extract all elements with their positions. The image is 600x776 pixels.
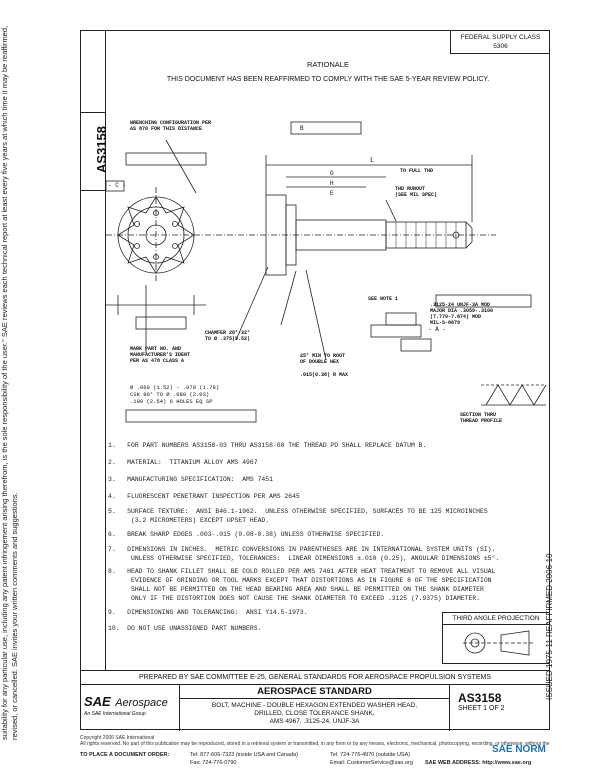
note-4: 4. FLUORESCENT PENETRANT INSPECTION PER … [108, 493, 300, 500]
dim-e: E [330, 190, 334, 197]
dim-g: G [330, 170, 334, 177]
logo-aerospace: Aerospace [115, 697, 168, 709]
fsc-box: FEDERAL SUPPLY CLASS 5306 [450, 30, 550, 54]
email: Email: CustomerService@sae.org [330, 760, 413, 766]
thd-runout: THD RUNOUT (SEE MIL SPEC) [395, 186, 438, 198]
note-8: 8. HEAD TO SHANK FILLET SHALL BE COLD RO… [108, 568, 496, 602]
holes-note: Ø .060 (1.52) - .070 (1.78) CSK 90° TO Ø… [130, 384, 220, 405]
sheet-number: SHEET 1 OF 2 [458, 705, 505, 712]
rationale-text: THIS DOCUMENT HAS BEEN REAFFIRMED TO COM… [166, 76, 490, 83]
note-6: 6. BREAK SHARP EDGES .003-.015 (0.08-0.3… [108, 531, 385, 538]
rights: All rights reserved. No part of this pub… [80, 741, 550, 747]
wrench-note: WRENCHING CONFIGURATION PER AS 870 FOR T… [130, 120, 212, 132]
copyright: Copyright 2006 SAE International [80, 735, 155, 741]
rmax-note: .015(0.38) R MAX [300, 372, 349, 378]
see-note: SEE NOTE 1 [368, 296, 399, 302]
drawing-sheet [80, 30, 550, 730]
logo-sae: SAE [84, 694, 111, 709]
bolt-drawing [106, 121, 547, 423]
standard-desc: BOLT, MACHINE - DOUBLE HEXAGON EXTENDED … [211, 702, 418, 725]
to-full-thd: TO FULL THD [400, 168, 434, 174]
standard-title: AEROSPACE STANDARD [180, 685, 449, 699]
legal-notice: SAE Technical Standards Board Rules prov… [0, 25, 19, 740]
chamfer-note: CHAMFER 28°-32° TO Ø .375(9.52) [205, 330, 251, 342]
note-3: 3. MANUFACTURING SPECIFICATION: AMS 7451 [108, 476, 273, 483]
note-10: 10. DO NOT USE UNASSIGNED PART NUMBERS. [108, 625, 262, 632]
tel-inside: Tel: 877-606-7323 (inside USA and Canada… [190, 752, 298, 758]
prepared-by: PREPARED BY SAE COMMITTEE E-25, GENERAL … [80, 670, 550, 684]
sae-logo: SAE Aerospace An SAE International Group [80, 685, 180, 731]
footer: Copyright 2006 SAE International All rig… [80, 735, 550, 747]
thread-spec: .3125-24 UNJF-3A MOD MAJOR DIA .3059-.31… [430, 302, 494, 326]
standard-number: AS3158 [458, 691, 502, 705]
dim-b: B [300, 125, 304, 132]
section-note: SECTION THRU THREAD PROFILE [460, 412, 503, 424]
note-5: 5. SURFACE TEXTURE: ANSI B46.1-1962. UNL… [108, 508, 488, 524]
datum-a: - A - [428, 326, 447, 333]
watermark: SAE NORM [492, 744, 546, 755]
note-2: 2. MATERIAL: TITANIUM ALLOY AMS 4967 [108, 459, 258, 466]
note-1: 1. FOR PART NUMBERS AS3158-03 THRU AS315… [108, 442, 427, 449]
note-9: 9. DIMENSIONING AND TOLERANCING: ANSI Y1… [108, 609, 308, 616]
dim-h: H [330, 180, 334, 187]
mark-part-note: MARK PART NO. AND MANUFACTURER'S IDENT P… [130, 346, 191, 364]
rationale-title: RATIONALE [307, 60, 349, 69]
web-address: SAE WEB ADDRESS: http://www.sae.org [425, 760, 532, 766]
fsc-label: FEDERAL SUPPLY CLASS [460, 34, 541, 41]
order-label: TO PLACE A DOCUMENT ORDER: [80, 752, 170, 758]
note-7: 7. DIMENSIONS IN INCHES. METRIC CONVERSI… [108, 546, 500, 562]
logo-sub: An SAE International Group [84, 711, 146, 717]
tel-outside: Tel: 724-776-4970 (outside USA) [330, 752, 411, 758]
title-block: SAE Aerospace An SAE International Group… [80, 684, 550, 731]
root-note: 25° MIN TO ROOT OF DOUBLE HEX [300, 353, 346, 365]
fax: Fax: 724-776-0790 [190, 760, 237, 766]
dim-l: L [370, 157, 375, 165]
projection-symbol [463, 630, 533, 656]
standard-number-cell: AS3158 SHEET 1 OF 2 [450, 685, 550, 731]
fsc-number: 5306 [493, 43, 508, 50]
standard-desc-cell: AEROSPACE STANDARD BOLT, MACHINE - DOUBL… [180, 685, 450, 731]
datum-c: - C - [108, 182, 127, 189]
third-angle-label: THIRD ANGLE PROJECTION [443, 613, 549, 625]
third-angle-box: THIRD ANGLE PROJECTION [442, 612, 550, 664]
left-column: AS3158 [80, 30, 109, 670]
